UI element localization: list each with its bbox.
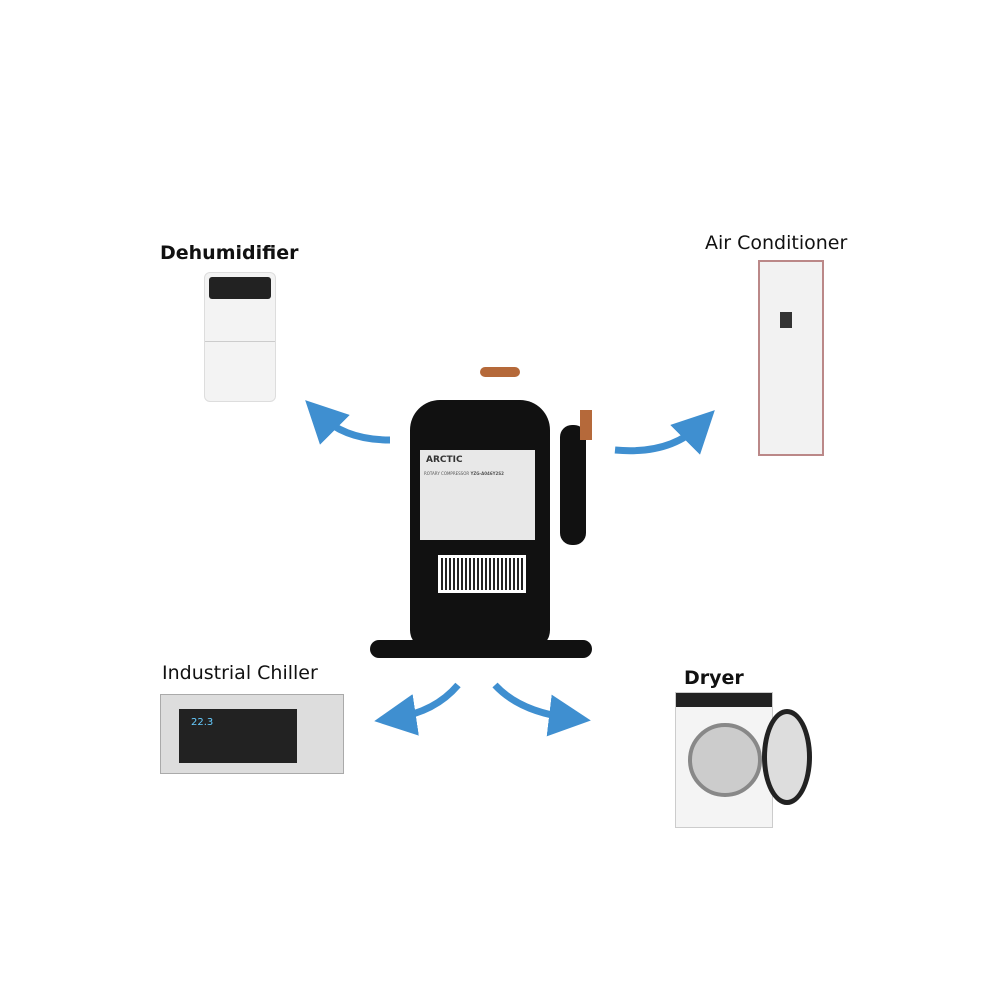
label-dehumidifier: Dehumidifier: [160, 242, 299, 264]
compressor-type: ROTARY COMPRESSOR: [424, 471, 470, 476]
chiller-display: 22.3: [191, 717, 214, 728]
compressor-brand: ARCTIC: [426, 455, 463, 465]
label-industrial-chiller: Industrial Chiller: [162, 662, 318, 684]
arrow-to-dryer: [492, 682, 591, 737]
compressor-model: YZG-A046Y2S2: [470, 471, 504, 476]
label-dryer: Dryer: [684, 667, 744, 689]
air-conditioner-image: [758, 260, 824, 456]
arrow-to-dehumidifier: [305, 400, 391, 445]
barcode: [438, 555, 526, 593]
industrial-chiller-image: 22.3: [160, 694, 344, 774]
dehumidifier-image: [204, 272, 276, 402]
arrow-to-air-conditioner: [614, 410, 715, 455]
arrow-to-chiller: [374, 682, 461, 736]
dryer-image: [675, 692, 812, 828]
label-air-conditioner: Air Conditioner: [705, 232, 848, 254]
compressor-image: ARCTIC ROTARY COMPRESSOR YZG-A046Y2S2: [370, 355, 610, 665]
